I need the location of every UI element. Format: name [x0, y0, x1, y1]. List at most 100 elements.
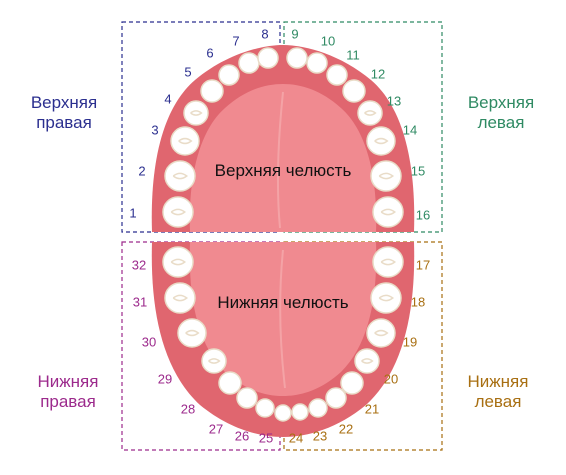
- tooth-crown: [370, 160, 402, 192]
- tooth-number-8: 8: [261, 26, 268, 41]
- tooth-number-28: 28: [181, 401, 195, 416]
- tooth-8[interactable]: [257, 47, 279, 69]
- tooth-groove: [172, 294, 188, 302]
- tooth-16[interactable]: [372, 196, 404, 228]
- tooth-crown: [274, 404, 292, 422]
- tooth-9[interactable]: [286, 47, 308, 69]
- tooth-number-12: 12: [371, 66, 385, 81]
- tooth-crown: [162, 246, 194, 278]
- tooth-number-14: 14: [403, 122, 417, 137]
- tooth-3[interactable]: [170, 126, 200, 156]
- label-upper-right-line1: Верхняя: [31, 93, 97, 112]
- tooth-crown: [218, 64, 240, 86]
- tooth-number-18: 18: [411, 294, 425, 309]
- tooth-26[interactable]: [255, 398, 275, 418]
- tooth-20[interactable]: [354, 348, 380, 374]
- tooth-number-4: 4: [164, 91, 171, 106]
- tooth-12[interactable]: [342, 79, 366, 103]
- tooth-crown: [306, 52, 328, 74]
- tooth-25[interactable]: [274, 404, 292, 422]
- tooth-6[interactable]: [218, 64, 240, 86]
- tooth-number-7: 7: [232, 33, 239, 48]
- tooth-groove: [361, 358, 374, 364]
- tooth-32[interactable]: [162, 246, 194, 278]
- tooth-number-23: 23: [313, 428, 327, 443]
- tooth-18[interactable]: [370, 282, 402, 314]
- tooth-14[interactable]: [366, 126, 396, 156]
- tooth-number-19: 19: [403, 334, 417, 349]
- tooth-number-25: 25: [259, 430, 273, 445]
- tooth-number-29: 29: [158, 371, 172, 386]
- label-lower-right-line2: правая: [40, 392, 96, 411]
- tooth-groove: [178, 137, 193, 145]
- tooth-7[interactable]: [238, 52, 260, 74]
- tooth-number-5: 5: [184, 64, 191, 79]
- tooth-groove: [190, 110, 203, 116]
- tooth-crown: [164, 282, 196, 314]
- tooth-crown: [291, 403, 309, 421]
- tooth-number-3: 3: [151, 122, 158, 137]
- tooth-crown: [218, 371, 242, 395]
- upper-jaw: [151, 45, 415, 232]
- tooth-number-9: 9: [291, 26, 298, 41]
- tooth-19[interactable]: [366, 318, 396, 348]
- tooth-crown: [162, 196, 194, 228]
- tooth-number-32: 32: [132, 257, 146, 272]
- tooth-number-11: 11: [346, 47, 360, 62]
- lower-tongue-ridge: [279, 249, 286, 389]
- tooth-groove: [378, 172, 394, 180]
- tooth-number-10: 10: [321, 33, 335, 48]
- tooth-number-31: 31: [133, 294, 147, 309]
- tooth-4[interactable]: [183, 100, 209, 126]
- tooth-groove: [170, 258, 186, 266]
- tooth-number-2: 2: [138, 163, 145, 178]
- tooth-13[interactable]: [357, 100, 383, 126]
- tooth-29[interactable]: [201, 348, 227, 374]
- tooth-number-1: 1: [129, 205, 136, 220]
- tooth-crown: [370, 282, 402, 314]
- tooth-crown: [183, 100, 209, 126]
- tooth-17[interactable]: [372, 246, 404, 278]
- tooth-crown: [164, 160, 196, 192]
- label-upper-right-line2: правая: [36, 113, 92, 132]
- tooth-crown: [340, 371, 364, 395]
- tooth-crown: [236, 387, 258, 409]
- tooth-groove: [172, 172, 188, 180]
- tooth-10[interactable]: [306, 52, 328, 74]
- tooth-crown: [342, 79, 366, 103]
- tooth-15[interactable]: [370, 160, 402, 192]
- tooth-number-16: 16: [416, 207, 430, 222]
- tooth-crown: [201, 348, 227, 374]
- tooth-number-17: 17: [416, 257, 430, 272]
- tooth-22[interactable]: [325, 387, 347, 409]
- tooth-crown: [326, 64, 348, 86]
- tooth-5[interactable]: [200, 79, 224, 103]
- tooth-groove: [374, 137, 389, 145]
- upper-palate: [189, 84, 377, 232]
- tooth-31[interactable]: [164, 282, 196, 314]
- tooth-crown: [170, 126, 200, 156]
- tooth-24[interactable]: [291, 403, 309, 421]
- tooth-crown: [308, 398, 328, 418]
- tooth-crown: [372, 196, 404, 228]
- tooth-27[interactable]: [236, 387, 258, 409]
- tooth-number-21: 21: [365, 401, 379, 416]
- tooth-30[interactable]: [177, 318, 207, 348]
- tooth-23[interactable]: [308, 398, 328, 418]
- tooth-crown: [354, 348, 380, 374]
- tooth-28[interactable]: [218, 371, 242, 395]
- tooth-number-15: 15: [411, 163, 425, 178]
- tooth-1[interactable]: [162, 196, 194, 228]
- label-lower-left-line1: Нижняя: [468, 372, 529, 391]
- upper-jaw-label: Верхняя челюсть: [215, 161, 352, 180]
- tooth-crown: [366, 318, 396, 348]
- tooth-11[interactable]: [326, 64, 348, 86]
- tooth-groove: [364, 110, 377, 116]
- tooth-number-24: 24: [289, 430, 303, 445]
- tooth-21[interactable]: [340, 371, 364, 395]
- tooth-groove: [170, 208, 186, 216]
- tooth-2[interactable]: [164, 160, 196, 192]
- tooth-number-30: 30: [142, 334, 156, 349]
- tooth-groove: [208, 358, 221, 364]
